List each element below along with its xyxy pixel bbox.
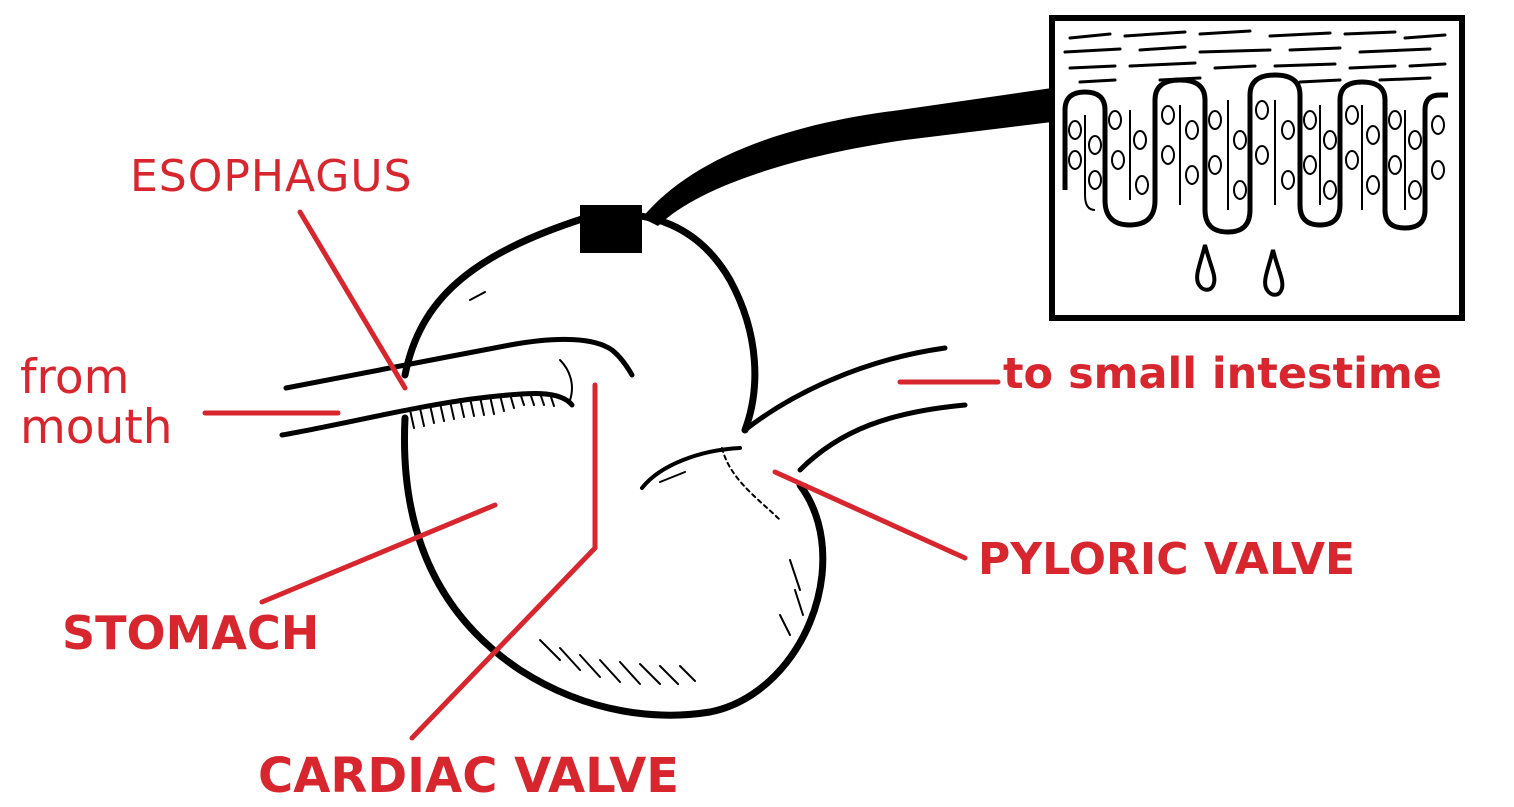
- to-small-intestine-label: to small intestime: [1003, 353, 1442, 396]
- esophagus-leader: [300, 212, 405, 388]
- stomach-bottom-hatching: [540, 560, 803, 684]
- stomach-illustration: [282, 214, 965, 715]
- connector-block: [580, 205, 642, 253]
- from-mouth-line-2: mouth: [20, 403, 173, 453]
- leader-lines: [205, 212, 998, 738]
- pylorus-ring: [722, 448, 780, 520]
- stomach-inner-curve: [642, 448, 740, 488]
- stomach-leader: [262, 505, 495, 602]
- from-mouth-label: from mouth: [20, 353, 173, 453]
- duodenum-tube-lower: [800, 405, 965, 470]
- esophagus-label: ESOPHAGUS: [130, 155, 413, 199]
- connector-stalk: [642, 88, 1052, 226]
- cardiac-leader: [412, 385, 595, 738]
- inset-connector: [580, 88, 1052, 253]
- from-mouth-line-1: from: [20, 353, 173, 403]
- stomach-label: STOMACH: [62, 610, 319, 656]
- esophagus-tube-upper: [286, 339, 632, 388]
- cardiac-detail: [560, 360, 572, 400]
- stomach-outline: [404, 214, 822, 715]
- gastric-gland-inset: [1052, 18, 1462, 318]
- duodenum-tube-upper: [745, 348, 945, 430]
- pyloric-valve-label: PYLORIC VALVE: [978, 538, 1355, 582]
- cardiac-valve-label: CARDIAC VALVE: [258, 752, 679, 800]
- stomach-highlights: [470, 292, 685, 482]
- pyloric-leader: [775, 472, 965, 558]
